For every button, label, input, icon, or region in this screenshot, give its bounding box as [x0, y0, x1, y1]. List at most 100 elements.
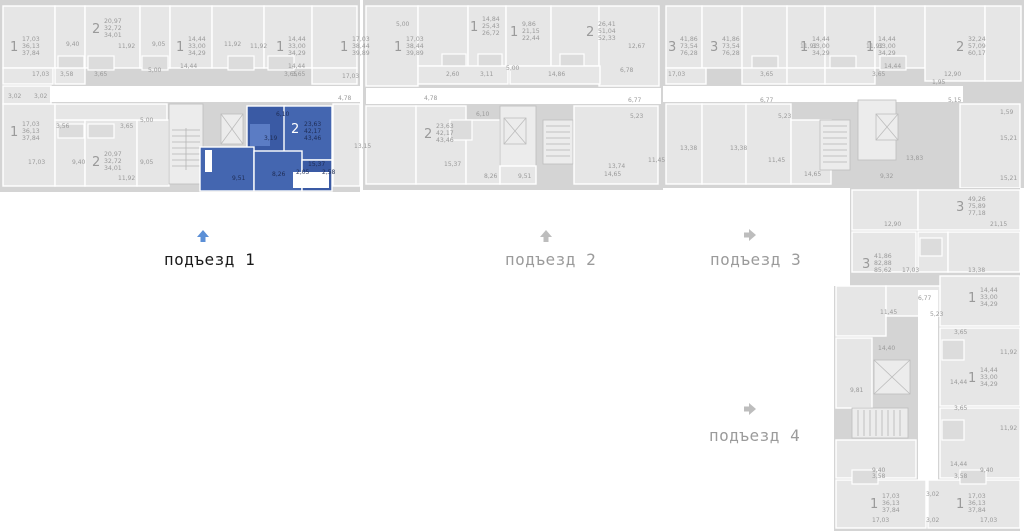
room-area-value: 3,11: [480, 71, 494, 78]
entrance-1-label[interactable]: подъезд 1: [164, 250, 256, 269]
apartment-area-value: 14,84: [482, 16, 500, 23]
apartment-rooms-count: 1: [276, 40, 284, 55]
apartment-area-value: 14,44: [980, 367, 998, 374]
apartment-tile[interactable]: [959, 103, 1021, 189]
apartment-tile[interactable]: [598, 5, 660, 87]
apartment-tile[interactable]: [136, 119, 170, 187]
apartment-tile[interactable]: [665, 5, 703, 69]
apartment-area-value: 17,03: [406, 36, 424, 43]
apartment-area-value: 34,29: [812, 50, 830, 57]
apartment-tile[interactable]: [169, 5, 213, 69]
selected-apartment[interactable]: [199, 105, 333, 192]
apartment-tile[interactable]: [851, 231, 917, 273]
apartment-tile[interactable]: [415, 105, 467, 185]
room-area-value: 9,51: [232, 175, 246, 182]
apartment-area-value: 37,84: [968, 507, 986, 514]
apartment-area-value: 49,26: [968, 196, 986, 203]
room-area-value: 15,21: [1000, 135, 1017, 142]
apartment-tile[interactable]: [701, 5, 743, 69]
room-area-value: 17,03: [668, 71, 685, 78]
apartment-area-value: 73,54: [722, 43, 740, 50]
apartment-area-value: 51,04: [598, 28, 616, 35]
entrance-3-label[interactable]: подъезд 3: [710, 250, 802, 269]
apartment-tile[interactable]: [311, 5, 358, 69]
apartment-area-value: 38,44: [406, 43, 424, 50]
selected-rooms-count: 2: [291, 122, 299, 137]
room-area-value: 6,77: [760, 97, 774, 104]
apartment-area-value: 33,00: [812, 43, 830, 50]
apartment-area-value: 41,86: [874, 253, 892, 260]
apartment-area-value: 17,03: [22, 121, 40, 128]
wing-2: [363, 0, 663, 190]
room-area-value: 13,38: [730, 145, 747, 152]
apartment-rooms-count: 1: [510, 25, 518, 40]
apartment-area-value: 23,63: [436, 123, 454, 130]
apartment-tile[interactable]: [917, 189, 1021, 231]
apartment-rooms-count: 1: [870, 497, 878, 512]
apartment-tile[interactable]: [835, 337, 873, 409]
apartment-tile[interactable]: [573, 105, 659, 185]
room-area-value: 1,95: [932, 79, 946, 86]
room-area-value: 3,65: [954, 329, 968, 336]
room-area-value: 3,02: [926, 491, 940, 498]
entrance-4-label[interactable]: подъезд 4: [709, 426, 801, 445]
apartment-tile[interactable]: [851, 189, 919, 231]
apartment-tile[interactable]: [2, 103, 56, 187]
apartment-area-value: 34,29: [288, 50, 306, 57]
apartment-tile[interactable]: [701, 103, 747, 185]
room-area-value: 3,65: [954, 405, 968, 412]
apartment-area-value: 14,44: [878, 36, 896, 43]
apartment-area-value: 37,84: [882, 507, 900, 514]
apartment-area-value: 17,03: [968, 493, 986, 500]
apartment-rooms-count: 3: [710, 40, 718, 55]
apartment-rooms-count: 1: [10, 125, 18, 140]
apartment-area-value: 39,89: [352, 50, 370, 57]
entrance-2-label[interactable]: подъезд 2: [505, 250, 597, 269]
room-area-value: 2,60: [446, 71, 460, 78]
room-area-value: 3,19: [264, 135, 278, 142]
apartment-area-value: 21,15: [522, 28, 540, 35]
apartment-area-value: 37,84: [22, 135, 40, 142]
apartment-area-value: 38,44: [352, 43, 370, 50]
room-area-value: 5,15: [948, 97, 962, 104]
room-area-value: 3,65: [760, 71, 774, 78]
apartment-tile[interactable]: [835, 479, 927, 529]
apartment-area-value: 33,00: [878, 43, 896, 50]
room-area-value: 15,37: [444, 161, 461, 168]
apartment-rooms-count: 2: [956, 40, 964, 55]
apartment-area-value: 33,00: [188, 43, 206, 50]
apartment-rooms-count: 2: [586, 25, 594, 40]
room-area-value: 6,77: [918, 295, 932, 302]
room-area-value: 5,23: [630, 113, 644, 120]
apartment-tile[interactable]: [745, 103, 792, 185]
apartment-rooms-count: 2: [92, 22, 100, 37]
room-area-value: 5,23: [778, 113, 792, 120]
wing-1: [0, 0, 361, 192]
apartment-tile[interactable]: [2, 5, 56, 69]
apartment-area-value: 33,00: [980, 374, 998, 381]
room-area-value: 8,26: [484, 173, 498, 180]
room-area-value: 11,92: [800, 43, 817, 50]
room-area-value: 2,58: [322, 169, 336, 176]
room-area-value: 14,86: [548, 71, 565, 78]
apartment-area-value: 20,97: [104, 151, 122, 158]
apartment-area-value: 85,62: [874, 267, 892, 274]
apartment-area-value: 33,00: [980, 294, 998, 301]
room-area-value: 17,03: [28, 159, 45, 166]
room-area-value: 21,15: [990, 221, 1007, 228]
room-area-value: 14,40: [878, 345, 895, 352]
apartment-area-value: 82,88: [874, 260, 892, 267]
apartment-area-value: 36,13: [968, 500, 986, 507]
apartment-area-value: 37,84: [22, 50, 40, 57]
apartment-tile[interactable]: [665, 103, 703, 185]
room-area-value: 1,59: [1000, 109, 1014, 116]
room-area-value: 11,92: [1000, 349, 1017, 356]
room-area-value: 9,05: [140, 159, 154, 166]
apartment-area-value: 43,46: [436, 137, 454, 144]
apartment-tile[interactable]: [365, 105, 417, 185]
room-area-value: 4,78: [338, 95, 352, 102]
room-area-value: 9,51: [518, 173, 532, 180]
apartment-tile[interactable]: [927, 479, 1021, 529]
apartment-tile[interactable]: [939, 275, 1021, 327]
